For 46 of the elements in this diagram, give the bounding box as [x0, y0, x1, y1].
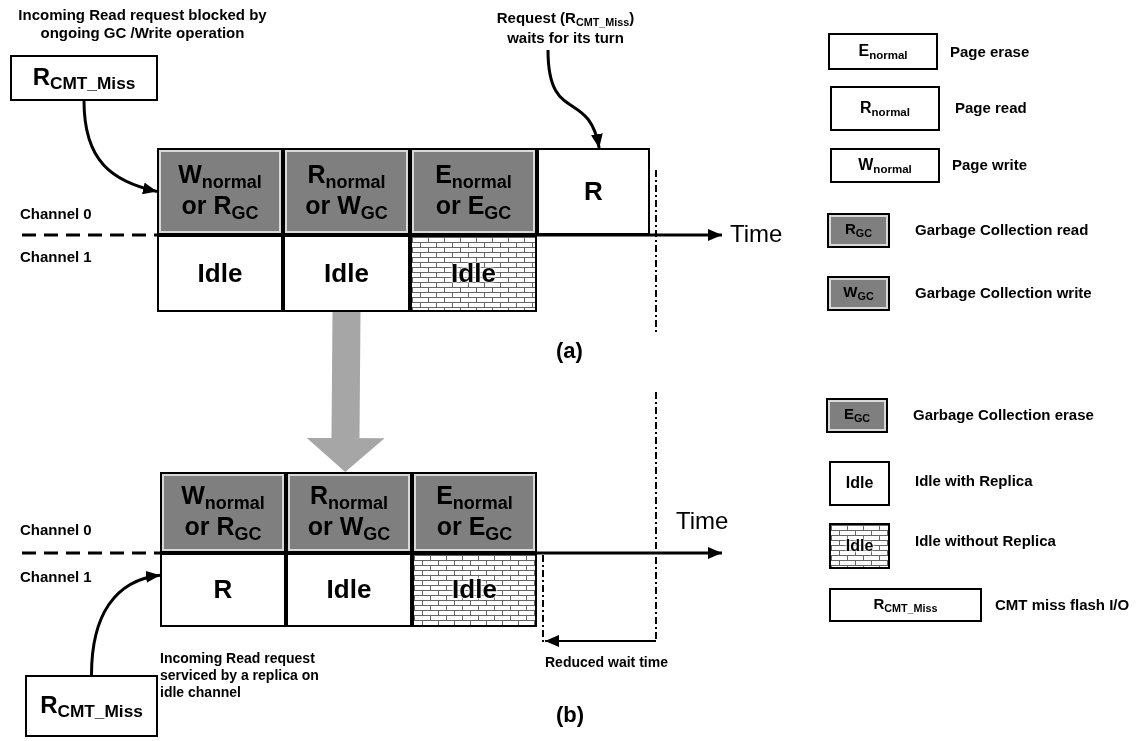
description-text: Garbage Collection write — [915, 284, 1093, 302]
legend-sample: R$_{normal}$ — [830, 86, 940, 131]
channel-label: Channel 1 — [20, 248, 92, 266]
time-slot: Idle — [283, 235, 410, 312]
description-text: Page erase — [950, 43, 1031, 61]
legend-sample: W$_{normal}$ — [830, 148, 940, 183]
channel-label: Channel 1 — [20, 568, 92, 586]
description-text: Garbage Collection erase — [913, 406, 1095, 424]
channel-label: Channel 0 — [20, 521, 92, 539]
time-slot: Idle — [157, 235, 283, 312]
description-text: Idle without Replica — [915, 532, 1057, 550]
axis-label: Time — [730, 220, 783, 249]
time-slot: R — [160, 553, 286, 627]
arrow — [90, 571, 161, 676]
busy-time-slot: R$_{normal}$ or W$_{GC}$ — [286, 472, 412, 553]
panel-label: (a) — [556, 338, 583, 365]
request-box: R$_{CMT_Miss}$ — [25, 675, 158, 737]
busy-time-slot: W$_{normal}$ or R$_{GC}$ — [157, 148, 283, 235]
legend-sample: R$_{GC}$ — [827, 213, 890, 248]
axis-label: Time — [676, 507, 729, 536]
panel-label: (b) — [556, 702, 585, 729]
legend-sample: Idle — [829, 461, 890, 506]
dimension-label: Reduced wait time — [545, 654, 668, 671]
legend-sample: W$_{GC}$ — [827, 276, 890, 311]
busy-time-slot: W$_{normal}$ or R$_{GC}$ — [160, 472, 286, 553]
busy-time-slot: R$_{normal}$ or W$_{GC}$ — [283, 148, 410, 235]
channel-label: Channel 0 — [20, 205, 92, 223]
busy-time-slot: E$_{normal}$ or E$_{GC}$ — [410, 148, 537, 235]
busy-time-slot: E$_{normal}$ or E$_{GC}$ — [412, 472, 537, 553]
description-text: Garbage Collection read — [915, 221, 1090, 239]
time-slot: Idle — [286, 553, 412, 627]
legend-sample: E$_{GC}$ — [826, 398, 888, 433]
description-text: Idle with Replica — [915, 472, 1034, 490]
time-slot: R — [537, 148, 650, 235]
annotation-text: Incoming Read request blocked by ongoing GC /Write operation — [17, 6, 268, 42]
block-arrow — [306, 311, 385, 472]
legend-sample: E$_{normal}$ — [828, 33, 938, 70]
description-text: CMT miss flash I/O — [995, 596, 1131, 614]
arrow — [546, 49, 602, 149]
arrow — [82, 100, 158, 194]
description-text: Page read — [955, 99, 1028, 117]
annotation-text: Request (R$_{CMT_Miss}$) waits for its turn — [478, 6, 653, 50]
description-text: Page write — [952, 156, 1029, 174]
request-box: R$_{CMT_Miss}$ — [10, 55, 158, 101]
legend-sample: R$_{CMT_Miss}$ — [829, 588, 982, 622]
annotation-text: Incoming Read request serviced by a replica on idle channel — [160, 650, 320, 701]
